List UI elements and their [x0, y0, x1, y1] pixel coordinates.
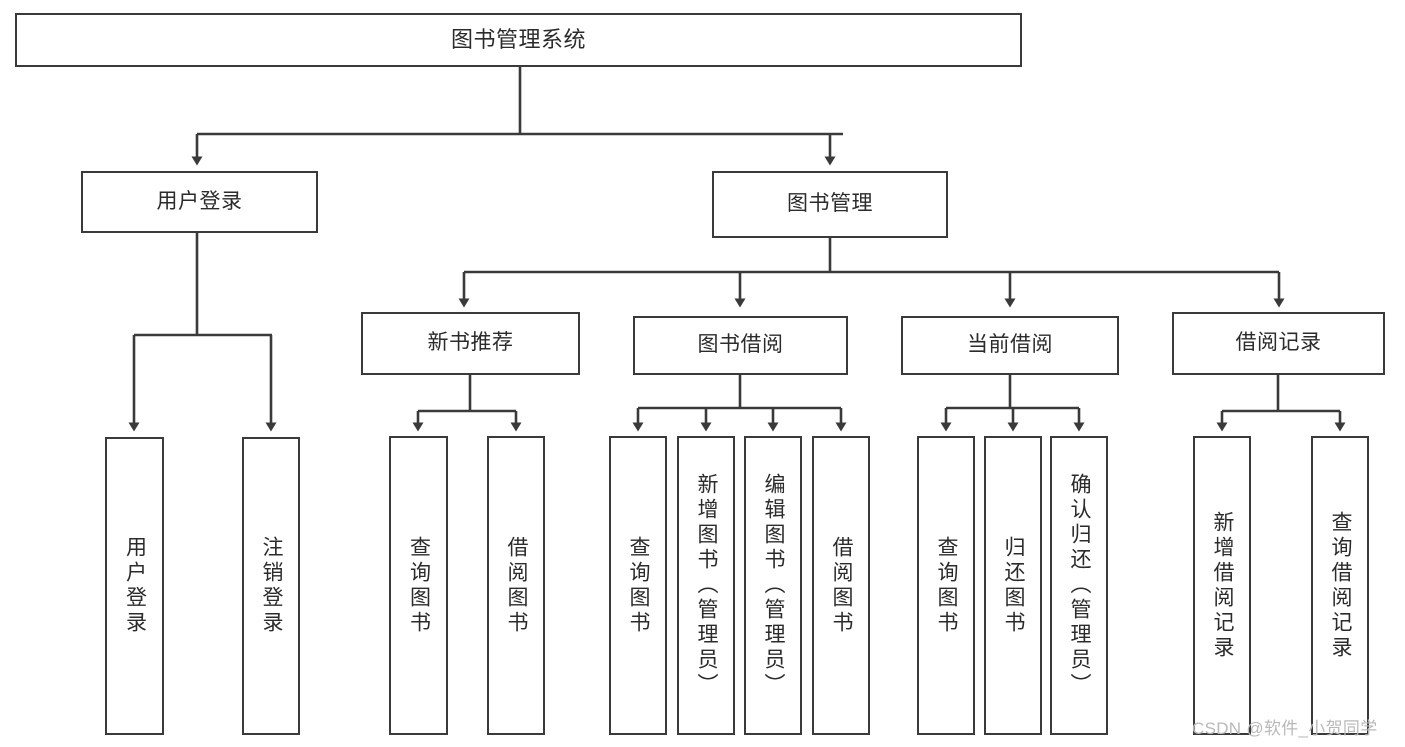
leaf-user-login-signin[interactable]: 用户登录: [105, 437, 164, 735]
node-label: 借阅记录: [1235, 331, 1322, 355]
leaf-records-add-record[interactable]: 新增借阅记录: [1193, 436, 1251, 735]
node-label: 查询图书: [935, 535, 959, 636]
node-book-borrow[interactable]: 图书借阅: [633, 316, 848, 375]
node-new-book-recommend[interactable]: 新书推荐: [361, 312, 580, 375]
node-label: 借阅图书: [830, 535, 854, 636]
node-label: 用户登录: [123, 536, 147, 636]
node-user-login[interactable]: 用户登录: [81, 171, 318, 233]
leaf-borrow-add-book-admin[interactable]: 新增图书（管理员）: [677, 436, 735, 735]
node-label: 图书管理: [787, 192, 873, 216]
leaf-current-return-book[interactable]: 归还图书: [984, 436, 1042, 735]
node-label: 查询图书: [627, 535, 651, 636]
leaf-records-query-record[interactable]: 查询借阅记录: [1311, 436, 1369, 735]
leaf-user-login-signout[interactable]: 注销登录: [242, 437, 300, 735]
node-label: 归还图书: [1002, 535, 1026, 636]
leaf-current-query-book[interactable]: 查询图书: [917, 436, 975, 735]
leaf-borrow-edit-book-admin[interactable]: 编辑图书（管理员）: [744, 436, 802, 735]
node-label: 编辑图书（管理员）: [762, 473, 786, 698]
node-label: 借阅图书: [505, 535, 529, 636]
leaf-new-book-query[interactable]: 查询图书: [389, 436, 448, 735]
node-borrow-records[interactable]: 借阅记录: [1172, 312, 1385, 375]
node-label: 新增借阅记录: [1211, 510, 1235, 661]
node-root-system[interactable]: 图书管理系统: [15, 13, 1022, 67]
node-label: 新增图书（管理员）: [695, 473, 719, 698]
node-book-management[interactable]: 图书管理: [712, 171, 948, 238]
leaf-new-book-borrow[interactable]: 借阅图书: [487, 436, 545, 735]
node-label: 图书管理系统: [450, 27, 586, 53]
node-label: 当前借阅: [967, 333, 1053, 357]
leaf-borrow-borrow-book[interactable]: 借阅图书: [812, 436, 870, 735]
leaf-borrow-query-book[interactable]: 查询图书: [609, 436, 667, 735]
node-label: 用户登录: [156, 189, 243, 213]
node-label: 确认归还（管理员）: [1068, 473, 1092, 698]
node-label: 注销登录: [260, 536, 284, 636]
node-label: 查询图书: [407, 535, 431, 636]
node-label: 新书推荐: [427, 331, 514, 355]
leaf-current-confirm-return-admin[interactable]: 确认归还（管理员）: [1050, 436, 1108, 735]
node-current-borrow[interactable]: 当前借阅: [901, 316, 1119, 375]
node-label: 图书借阅: [697, 333, 784, 357]
node-label: 查询借阅记录: [1329, 510, 1353, 661]
watermark-text: CSDN @软件_小贺同学: [1192, 719, 1378, 738]
